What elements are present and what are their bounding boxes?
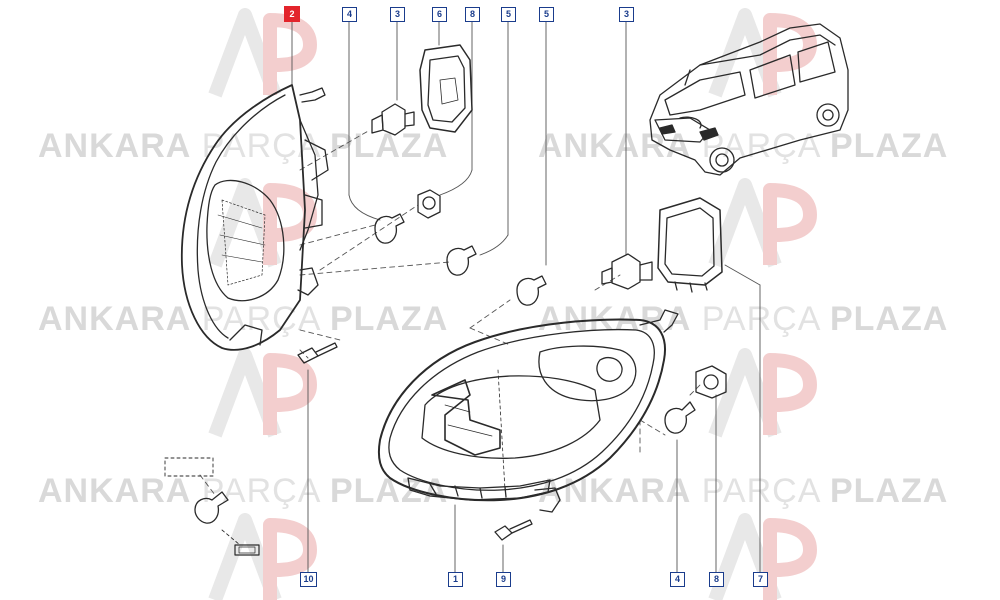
callout-item-4-b[interactable]: 4 — [670, 572, 685, 587]
callout-item-5-b[interactable]: 5 — [539, 7, 554, 22]
callout-item-9[interactable]: 9 — [496, 572, 511, 587]
callout-item-5[interactable]: 5 — [501, 7, 516, 22]
callout-item-8-b[interactable]: 8 — [709, 572, 724, 587]
callout-item-6[interactable]: 6 — [432, 7, 447, 22]
callout-item-1[interactable]: 1 — [448, 572, 463, 587]
callout-item-4[interactable]: 4 — [342, 7, 357, 22]
callout-item-3-b[interactable]: 3 — [619, 7, 634, 22]
callout-item-7[interactable]: 7 — [753, 572, 768, 587]
callout-item-2-selected[interactable]: 2 — [284, 6, 300, 22]
callout-item-10[interactable]: 10 — [300, 572, 317, 587]
callout-item-3[interactable]: 3 — [390, 7, 405, 22]
callout-item-8[interactable]: 8 — [465, 7, 480, 22]
